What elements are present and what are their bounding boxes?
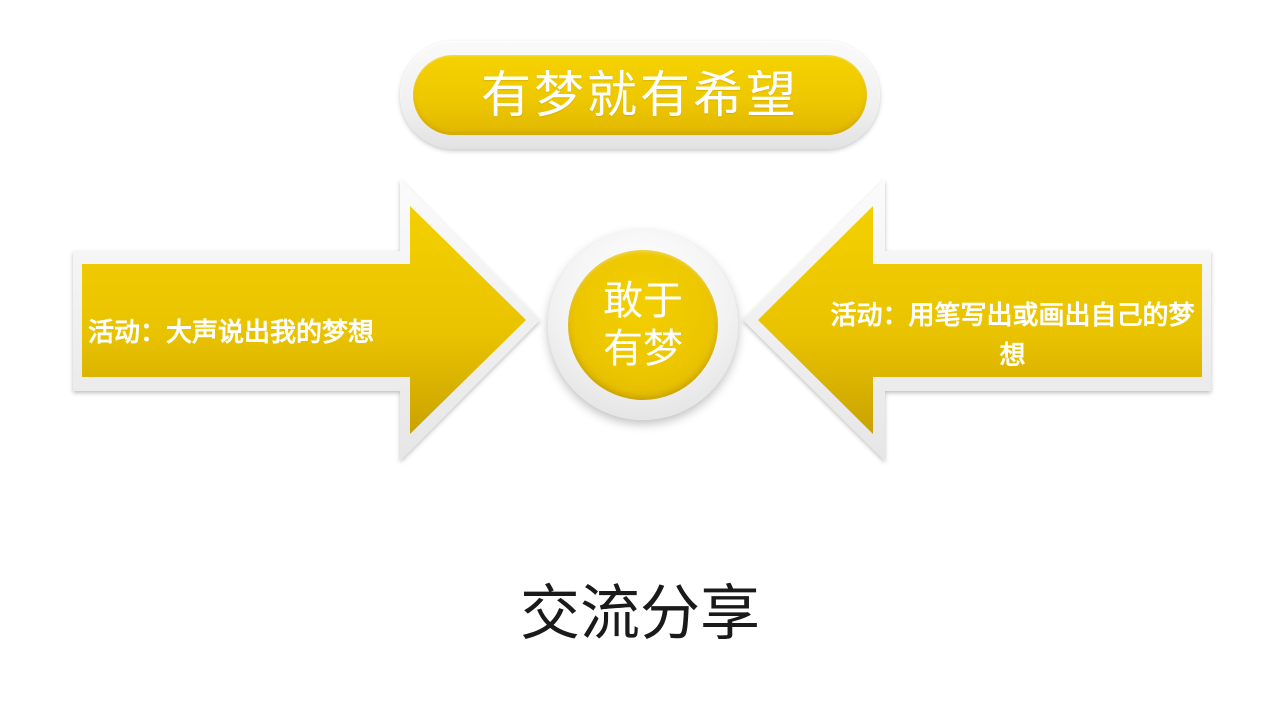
right-arrow (743, 179, 1211, 461)
center-circle: 敢于 有梦 (548, 230, 738, 420)
center-circle-inner: 敢于 有梦 (568, 250, 718, 400)
center-line-2: 有梦 (603, 326, 683, 372)
title-pill-inner: 有梦就有希望 (413, 55, 867, 135)
title-pill: 有梦就有希望 (400, 41, 880, 149)
slide-title: 有梦就有希望 (481, 66, 799, 124)
left-arrow-label: 活动：大声说出我的梦想 (88, 318, 375, 348)
right-arrow-label: 活动：用笔写出或画出自己的梦想 (830, 301, 1195, 371)
left-arrow (73, 179, 540, 461)
center-line-1: 敢于 (603, 278, 683, 324)
center-circle-text: 敢于 有梦 (568, 277, 718, 373)
bottom-heading: 交流分享 (520, 579, 760, 649)
